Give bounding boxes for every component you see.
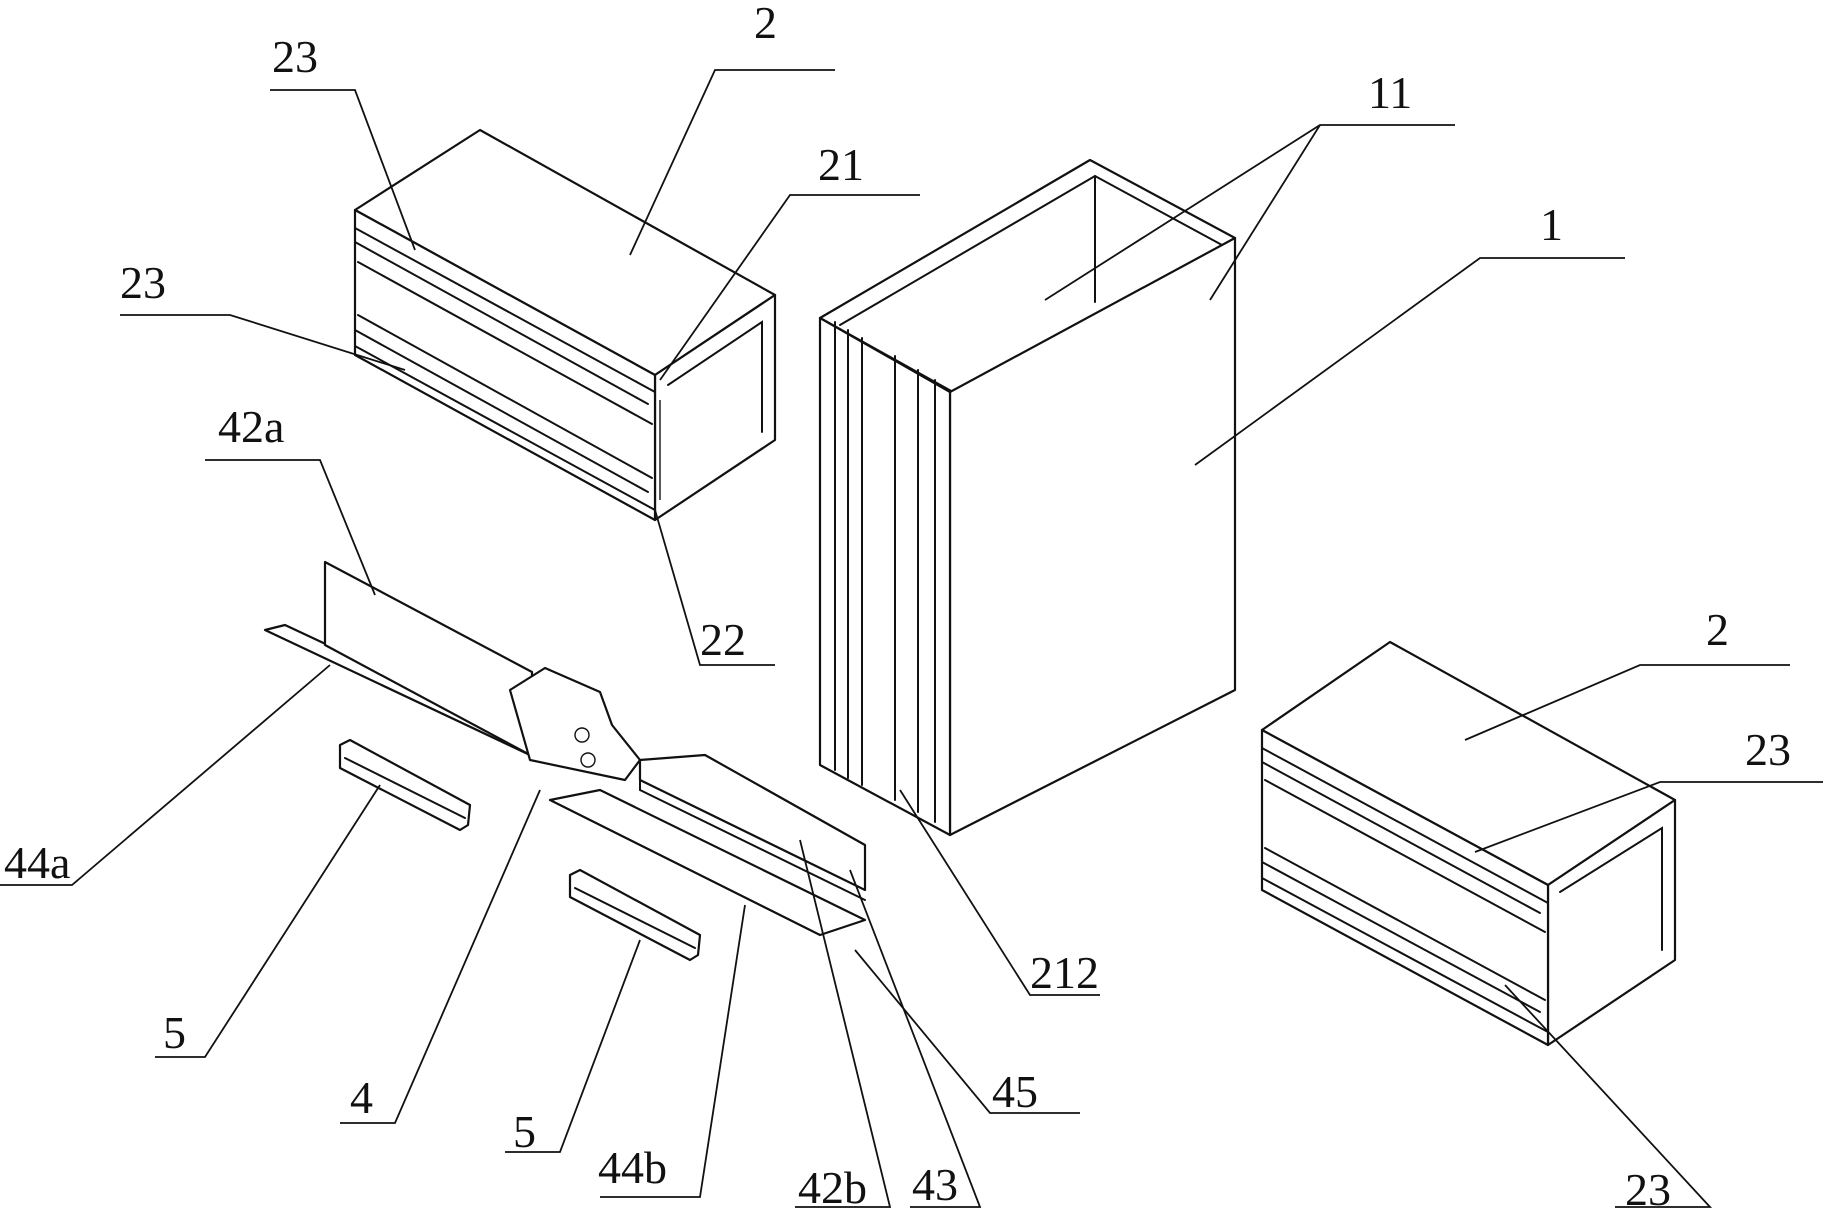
label-11: 11 xyxy=(1368,67,1412,118)
part-1-column xyxy=(818,158,1237,837)
label-23: 23 xyxy=(120,257,166,308)
label-5: 5 xyxy=(163,1007,186,1058)
label-44b: 44b xyxy=(598,1142,667,1193)
label-1: 1 xyxy=(1540,199,1563,250)
label-4: 4 xyxy=(350,1072,373,1123)
label-2: 2 xyxy=(754,0,777,48)
label-212: 212 xyxy=(1030,947,1099,998)
label-21: 21 xyxy=(818,139,864,190)
label-44a: 44a xyxy=(4,837,70,888)
reference-numerals: 23 2 11 21 1 23 42a 22 2 23 44a 212 5 4 … xyxy=(4,0,1791,1215)
part-2-lower-beam xyxy=(1260,640,1677,1047)
part-4-connector xyxy=(263,560,867,937)
leader-lines xyxy=(0,69,1823,1208)
label-42b: 42b xyxy=(798,1162,867,1213)
label-23: 23 xyxy=(1625,1164,1671,1215)
label-2: 2 xyxy=(1706,604,1729,655)
part-5-clip-lower xyxy=(568,868,702,962)
label-43: 43 xyxy=(912,1159,958,1210)
label-23: 23 xyxy=(1745,724,1791,775)
part-2-upper-beam xyxy=(353,128,777,522)
label-22: 22 xyxy=(700,614,746,665)
label-45: 45 xyxy=(992,1066,1038,1117)
label-5: 5 xyxy=(513,1106,536,1157)
label-23: 23 xyxy=(272,31,318,82)
label-42a: 42a xyxy=(218,401,284,452)
part-5-clip-upper xyxy=(338,738,472,832)
